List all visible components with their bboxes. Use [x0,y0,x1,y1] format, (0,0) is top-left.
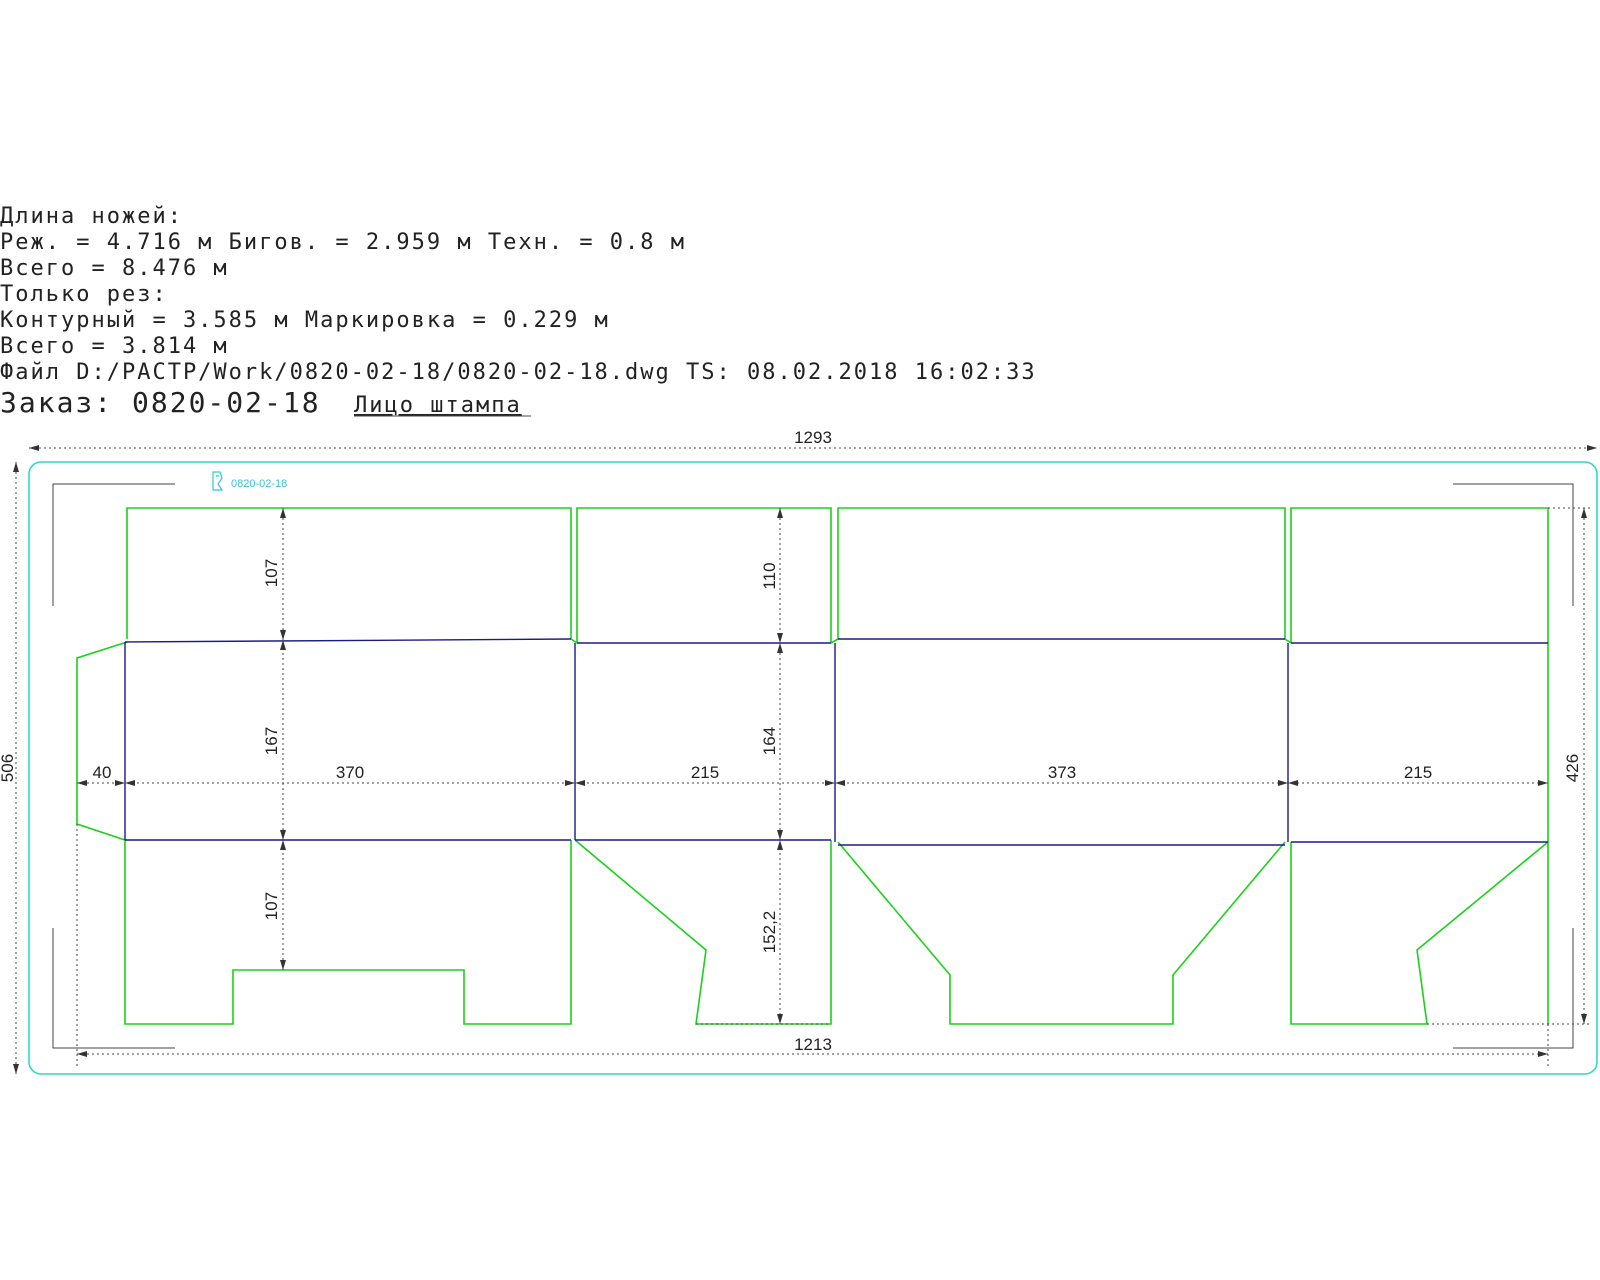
dim-overall-width: 1293 [794,428,832,447]
crease-top-1 [124,638,572,643]
dim-panel4-width: 215 [1404,763,1432,782]
arrow-chain-3 [125,780,135,786]
arrow-inner-right [1538,1051,1548,1057]
arrow-chain-9 [1288,780,1298,786]
dim-inner-width: 1213 [794,1035,832,1054]
arrow-chain-5 [575,780,585,786]
dim-panel2-width: 215 [691,763,719,782]
arrow-v2-1 [777,508,783,518]
arrow-inner-left [77,1051,87,1057]
dim-body1: 167 [262,727,281,755]
slot-1 [570,638,578,644]
dim-top-flap2: 110 [760,562,779,589]
arrow-down [13,1064,19,1074]
crease-lines [124,638,1548,846]
arrow-v1-5 [280,840,286,850]
arrow-chain-8 [1278,780,1288,786]
header-line-6: Всего = 3.814 м [0,334,229,359]
arrow-up [13,462,19,472]
arrow-v1-4 [280,830,286,840]
arrow-left [29,445,39,451]
dimension-labels: 1293 506 1213 426 40 370 215 373 215 107… [0,428,1582,1054]
arrow-chain-2 [115,780,125,786]
dim-panel3-width: 373 [1048,763,1076,782]
face-label: Лицо штампа [354,393,522,418]
bottom-flap-1 [124,840,572,1025]
corner-mark-bl [52,928,175,1049]
dim-top-flap1: 107 [262,559,281,587]
arrow-v1-3 [280,640,286,650]
corner-marks [52,483,1574,1049]
corner-mark-tr [1453,483,1574,606]
dim-right-height: 426 [1563,754,1582,782]
stamp-icon [212,471,224,491]
corner-mark-tl [52,483,175,606]
header-line-1: Длина ножей: [0,204,183,229]
arrow-v2-4 [777,830,783,840]
dim-body2: 164 [760,727,779,755]
die-board-border [28,461,1598,1075]
top-flap-3 [837,507,1286,639]
header-file-line: Файл D:/РАСТР/Work/0820-02-18/0820-02-18… [0,360,1037,385]
header-line-4: Только рез: [0,282,168,307]
arrow-v2-3 [777,643,783,653]
arrow-chain-6 [825,780,835,786]
dim-tab-width: 40 [93,763,112,782]
arrow-right-up [1581,508,1587,518]
stamp-text: 0820-02-18 [231,478,287,490]
corner-mark-br [1453,928,1574,1049]
arrow-v1-2 [280,630,286,640]
arrow-v1-6 [280,960,286,970]
arrow-right-down [1581,1014,1587,1024]
arrow-right [1587,445,1597,451]
arrow-chain-10 [1538,780,1548,786]
bottom-flap-2 [574,839,832,1025]
header-line-5: Контурный = 3.585 м Маркировка = 0.229 м [0,308,610,333]
glue-tab [76,641,128,841]
header-line-2: Реж. = 4.716 м Бигов. = 2.959 м Техн. = … [0,230,686,255]
order-label: Заказ: 0820-02-18 [0,386,321,419]
arrow-chain-1 [77,780,87,786]
dim-panel1-width: 370 [336,763,364,782]
top-flap-1 [126,507,572,639]
arrow-v1-1 [280,508,286,518]
dim-bottom-flap2: 152,2 [760,911,779,954]
arrow-v2-5 [777,840,783,850]
arrow-chain-7 [835,780,845,786]
stamp-logo: 0820-02-18 [212,471,287,491]
arrow-v2-6 [777,1014,783,1024]
dimension-lines [13,445,1597,1074]
arrow-chain-4 [565,780,575,786]
dim-overall-height: 506 [0,754,17,782]
arrow-v2-2 [777,633,783,643]
slot-2 [830,638,839,644]
top-flap-2 [576,507,832,643]
cut-lines [76,507,1549,1025]
dim-bottom-flap1: 107 [262,892,281,920]
bottom-flap-4 [1290,841,1549,1025]
header-line-3: Всего = 8.476 м [0,256,229,281]
top-flap-4 [1290,507,1549,1024]
header-block: Длина ножей: Реж. = 4.716 м Бигов. = 2.9… [0,204,1037,419]
bottom-flap-3 [837,841,1286,1025]
slot-3 [1284,638,1292,644]
